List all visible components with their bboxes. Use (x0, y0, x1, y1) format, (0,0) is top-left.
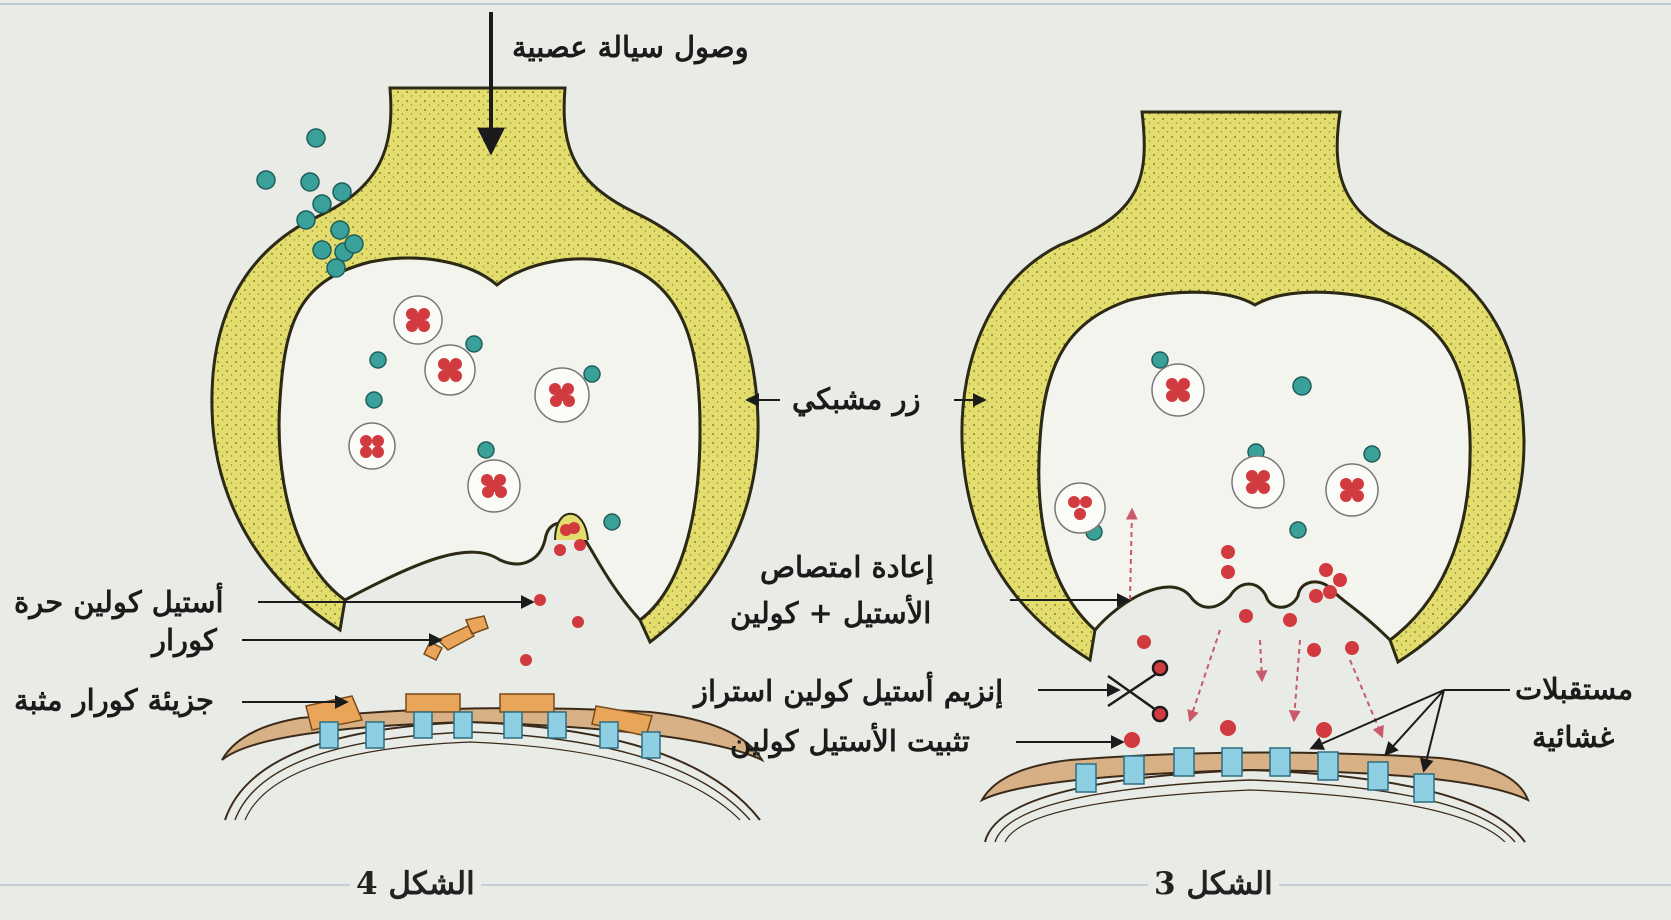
label-fixed-curare: جزيئة كورار مثبة (14, 683, 214, 717)
label-enzyme: إنزيم أستيل كولين استراز (694, 674, 1003, 708)
label-reabsorption-1: إعادة امتصاص (760, 550, 934, 584)
figure-3 (954, 112, 1528, 842)
caption-figure-4: الشكل 4 (350, 866, 481, 902)
label-receptors-2: غشائية (1532, 720, 1614, 754)
caption-figure-3: الشكل 3 (1148, 866, 1279, 902)
synaptic-button-fig3 (962, 112, 1524, 662)
postsynaptic-membrane-fig4 (222, 708, 762, 820)
label-free-acetylcholine: أستيل كولين حرة (14, 585, 224, 619)
label-curare: كورار (152, 623, 217, 657)
label-fixation: تثبيت الأستيل كولين (730, 724, 970, 758)
label-synaptic-button: زر مشبكي (792, 382, 920, 416)
postsynaptic-membrane-fig3 (982, 752, 1528, 842)
label-nerve-impulse: وصول سيالة عصبية (512, 30, 749, 64)
label-receptors-1: مستقبلات (1515, 672, 1633, 706)
synaptic-button-fig4 (212, 88, 758, 642)
label-reabsorption-2: الأستيل + كولين (730, 596, 931, 630)
